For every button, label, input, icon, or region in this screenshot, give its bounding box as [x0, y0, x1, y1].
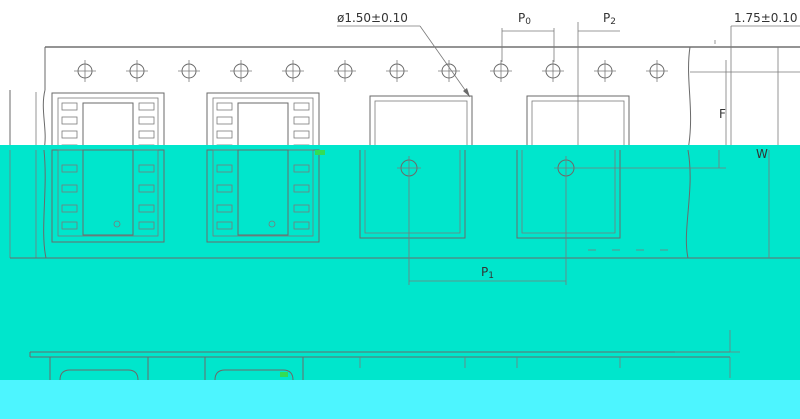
- sprocket-hole-row: [74, 60, 668, 82]
- ic-pocket-2: [206, 92, 320, 154]
- p2-dimension: P2: [577, 11, 620, 150]
- hole-diameter-dimension: ø1.50±0.10: [337, 11, 471, 98]
- sprocket-hole: [386, 60, 408, 82]
- hole-diameter-label: ø1.50±0.10: [337, 11, 408, 25]
- sprocket-hole: [230, 60, 252, 82]
- w-label: W: [756, 147, 768, 161]
- p0-label: P0: [518, 11, 531, 27]
- ic-pocket-2-lower: [206, 149, 320, 243]
- p1-dimension: P1: [408, 180, 567, 285]
- tape-lower-outline: [9, 149, 800, 259]
- cyan-overlay-main: [0, 145, 800, 380]
- sprocket-hole: [178, 60, 200, 82]
- sprocket-hole: [646, 60, 668, 82]
- tape-outline: [9, 46, 800, 151]
- p1-label: P1: [481, 265, 494, 281]
- sprocket-hole: [542, 60, 564, 82]
- ic-pins-left: [61, 102, 78, 153]
- sprocket-hole: [282, 60, 304, 82]
- f-label: F: [719, 107, 726, 121]
- sprocket-hole: [438, 60, 460, 82]
- ic-pocket-1-lower: [51, 149, 165, 243]
- p2-label: P2: [603, 11, 616, 27]
- f-dimension: F: [719, 60, 727, 150]
- empty-pocket-1-lower: [359, 150, 466, 239]
- w-dimension: W: [756, 147, 770, 258]
- sprocket-hole: [594, 60, 616, 82]
- sprocket-hole: [490, 60, 512, 82]
- empty-pocket-2-lower: [516, 150, 621, 239]
- sprocket-hole: [126, 60, 148, 82]
- ic-pins-left: [216, 102, 233, 153]
- ic-pins-right: [293, 102, 310, 153]
- tape-cross-section: [29, 330, 740, 381]
- edge-offset-label: 1.75±0.10: [734, 11, 798, 25]
- sprocket-hole: [74, 60, 96, 82]
- ic-pocket-1: [51, 92, 165, 154]
- green-marker: [280, 150, 325, 377]
- cyan-overlay-bottom: [0, 380, 800, 419]
- edge-offset-dimension: 1.75±0.10: [714, 11, 800, 150]
- sprocket-hole: [334, 60, 356, 82]
- f-line-lower: [578, 150, 726, 169]
- p0-dimension: P0: [501, 11, 555, 62]
- ic-pins-right: [138, 102, 155, 153]
